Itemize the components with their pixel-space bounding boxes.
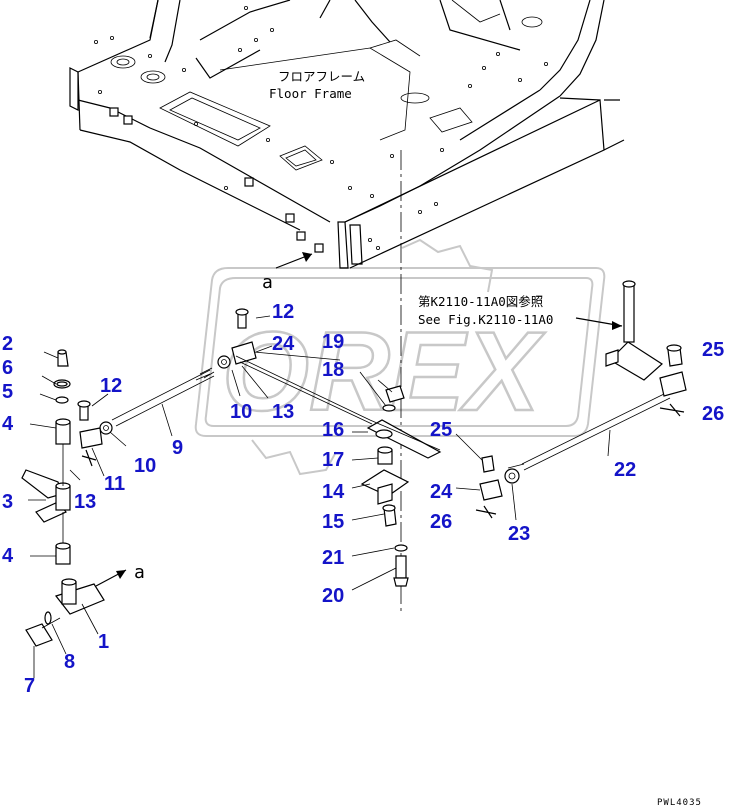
callout-22: 22 [614,459,636,481]
watermark-text: OREX [222,309,546,434]
leader-lines [28,315,611,678]
callout-4-top: 4 [2,413,14,435]
block-right [659,371,687,397]
floor-frame: フロアフレーム Floor Frame a [69,0,625,293]
nut-23 [504,468,520,484]
floor-frame-label-jp: フロアフレーム [278,69,365,84]
callout-11: 11 [104,473,125,495]
callout-13-left: 13 [74,491,96,513]
callout-15: 15 [322,511,344,533]
callout-18: 18 [322,359,344,381]
top-rod-parts [217,308,441,451]
callout-6: 6 [2,357,13,379]
bolt-20 [395,555,407,579]
bolt-25-mid [481,455,495,473]
callout-17: 17 [322,449,344,471]
callout-5: 5 [2,381,13,403]
callout-19: 19 [322,331,344,353]
callout-2: 2 [2,333,13,355]
reference-label-en: See Fig.K2110-11A0 [418,312,553,327]
block-24-top [231,341,257,365]
callouts: 12 24 19 18 10 13 16 25 17 14 24 15 26 2… [2,301,724,697]
floor-frame-label-en: Floor Frame [269,86,352,101]
callout-24-lower: 24 [430,481,453,503]
callout-26-right: 26 [702,403,724,425]
callout-7: 7 [24,675,35,697]
callout-26-mid: 26 [430,511,452,533]
callout-20: 20 [322,585,344,607]
link-16 [366,419,442,459]
reference-label-jp: 第K2110-11A0図参照 [418,294,543,309]
washer-8 [44,611,52,625]
bracket-1 [54,583,105,615]
block-24-lower [479,479,503,501]
left-lever-assembly: a [21,349,215,647]
view-marker-top: a [262,272,273,293]
cotter-13-left [81,449,97,467]
callout-25-mid: 25 [430,419,452,441]
right-lever-assembly [475,280,687,519]
callout-4-bottom: 4 [2,545,14,567]
block-11 [79,427,103,449]
center-linkage [360,385,442,587]
view-marker-bottom: a [134,562,145,583]
right-lever-post [623,283,635,343]
cotter-26-right [659,403,685,417]
rod-9 [111,369,211,421]
bolt-7 [25,623,53,647]
callout-12-top: 12 [272,301,294,323]
callout-25-right: 25 [702,339,724,361]
callout-10-left: 10 [134,455,156,477]
callout-21: 21 [322,547,344,569]
lever-3 [21,469,63,499]
callout-14: 14 [322,481,345,503]
callout-13-top: 13 [272,401,294,423]
reference-note: 第K2110-11A0図参照 See Fig.K2110-11A0 [418,294,623,330]
nut-10-top [217,355,231,369]
cotter-26-mid [475,505,497,519]
callout-24-top: 24 [272,333,295,355]
callout-8: 8 [64,651,75,673]
orex-watermark: OREX [194,238,606,476]
callout-3: 3 [2,491,13,513]
callout-12-left: 12 [100,375,122,397]
callout-10-top: 10 [230,401,252,423]
washer-21 [394,544,408,552]
drawing-code: PWL4035 [657,798,702,808]
callout-23: 23 [508,523,530,545]
clip-19 [385,385,405,403]
callout-1: 1 [98,631,109,653]
washer-18 [382,404,396,412]
callout-16: 16 [322,419,344,441]
callout-9: 9 [172,437,183,459]
washer-5 [55,396,69,404]
